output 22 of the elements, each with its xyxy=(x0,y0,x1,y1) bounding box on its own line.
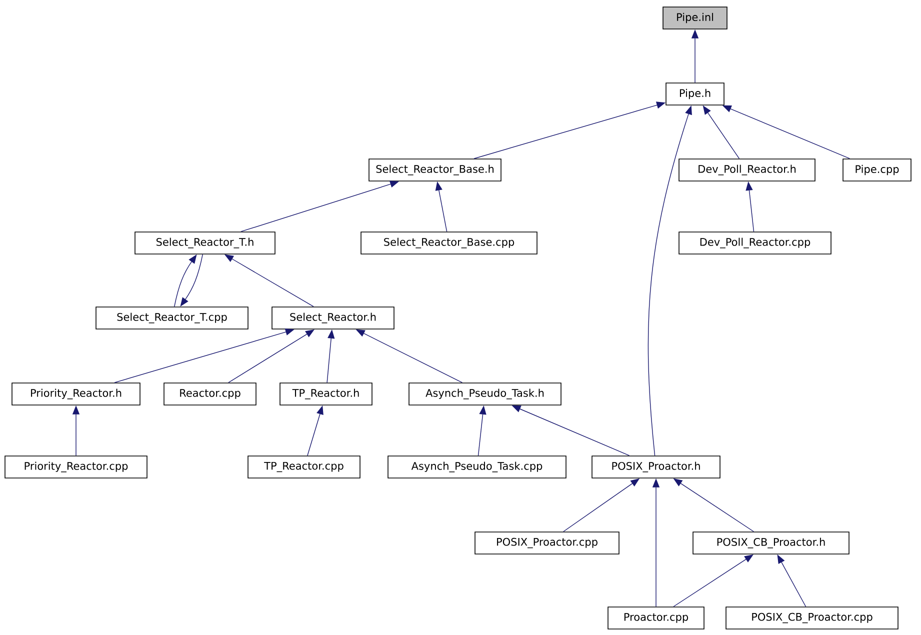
file-box: Select_Reactor.h xyxy=(272,306,394,330)
file-box: Dev_Poll_Reactor.h xyxy=(678,158,816,182)
file-box: Priority_Reactor.cpp xyxy=(4,456,148,478)
file-box: Select_Reactor_T.cpp xyxy=(96,306,248,330)
file-box: TP_Reactor.h xyxy=(280,382,372,406)
file-box: Reactor.cpp xyxy=(164,382,256,406)
file-box: Select_Reactor_Base.h xyxy=(368,158,502,182)
file-box: POSIX_Proactor.h xyxy=(592,456,720,478)
file-box: Asynch_Pseudo_Task.cpp xyxy=(388,456,566,478)
file-box: Select_Reactor_T.h xyxy=(134,232,276,254)
file-box: POSIX_CB_Proactor.cpp xyxy=(726,606,898,630)
file-box: Asynch_Pseudo_Task.h xyxy=(408,382,562,406)
file-box: Pipe.h xyxy=(666,82,724,106)
file-box: Priority_Reactor.h xyxy=(12,382,140,406)
file-box: Proactor.cpp xyxy=(608,606,704,630)
file-box: POSIX_Proactor.cpp xyxy=(474,532,620,554)
file-box: Pipe.inl xyxy=(662,6,728,30)
file-box: Dev_Poll_Reactor.cpp xyxy=(678,232,832,254)
file-box: Pipe.cpp xyxy=(842,158,912,182)
file-box: Select_Reactor_Base.cpp xyxy=(360,232,538,254)
file-box: POSIX_CB_Proactor.h xyxy=(692,532,850,554)
file-box: TP_Reactor.cpp xyxy=(248,456,360,478)
